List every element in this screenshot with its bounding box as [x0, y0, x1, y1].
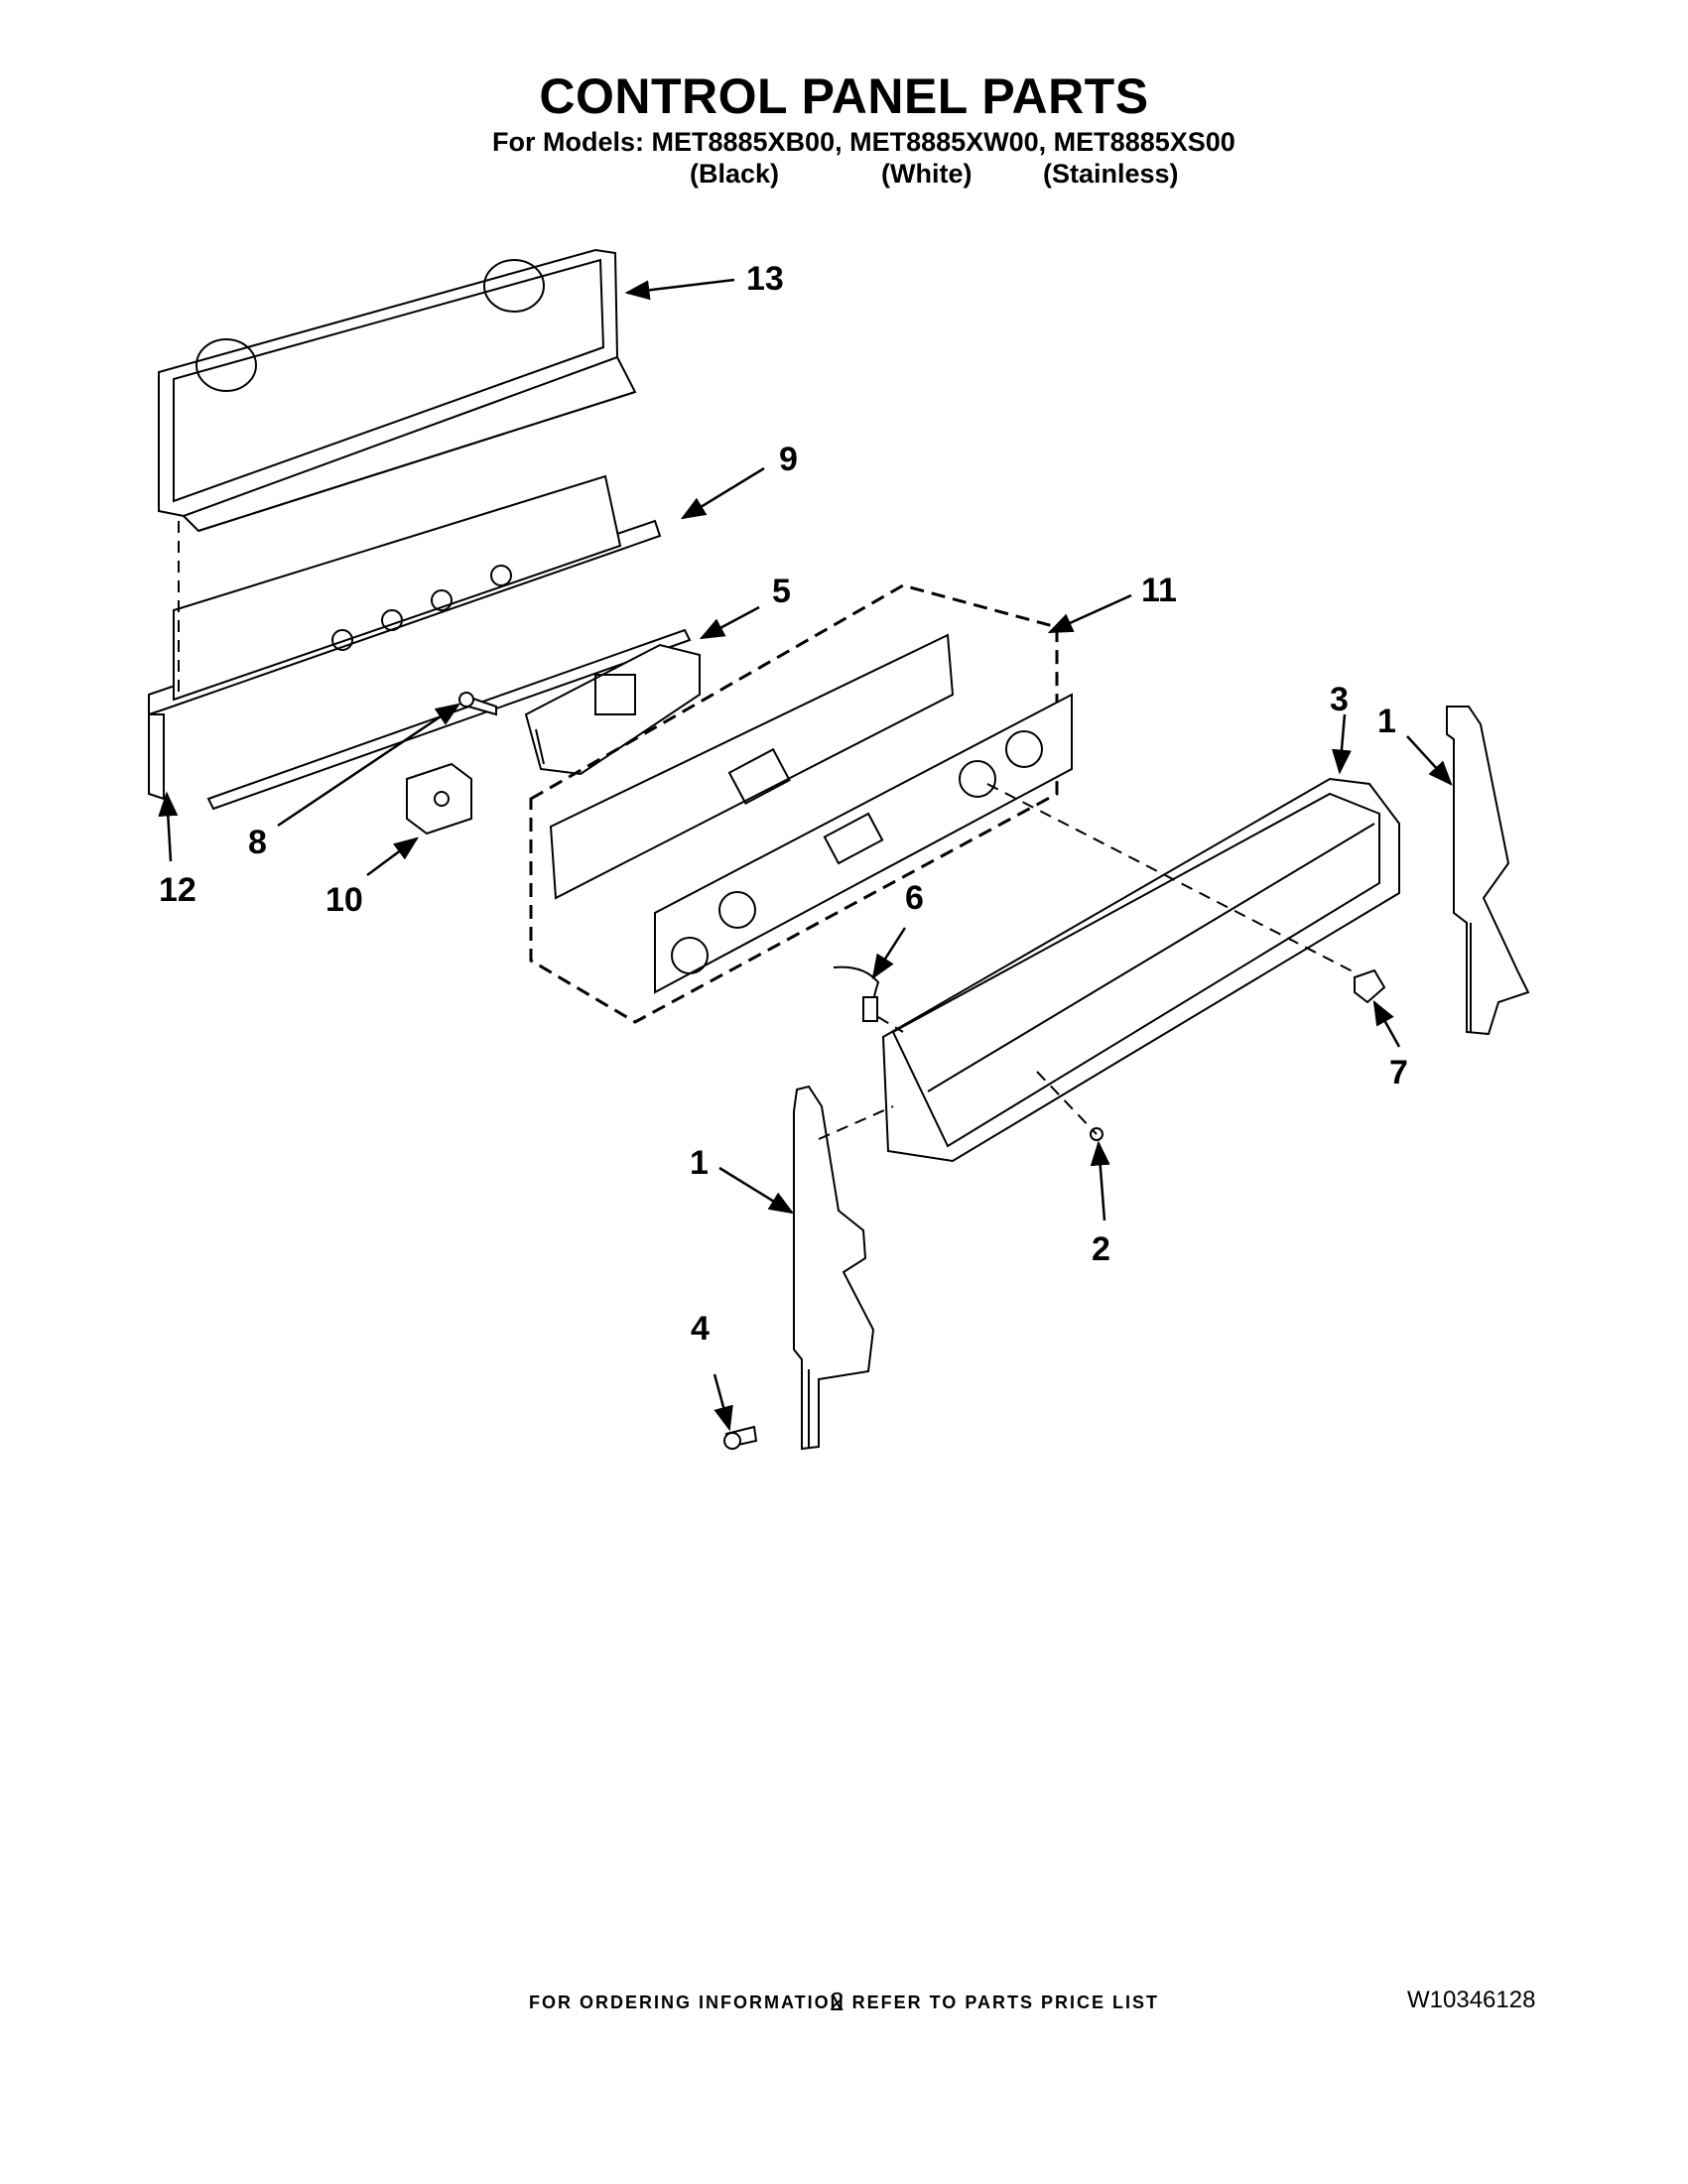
callout-10: 10 — [325, 881, 363, 919]
callout-12: 12 — [159, 871, 196, 909]
callout-5: 5 — [772, 573, 791, 610]
leader-arrows — [158, 278, 1453, 1432]
variant-stainless: (Stainless) — [1043, 159, 1179, 189]
part-7-knob — [1354, 968, 1386, 1004]
callout-11: 11 — [1141, 572, 1177, 609]
callout-6: 6 — [905, 879, 924, 917]
callout-1-right: 1 — [1377, 703, 1396, 740]
part-4-screw — [723, 1425, 758, 1450]
part-13-rear-shield — [158, 248, 637, 533]
callout-13: 13 — [746, 260, 784, 298]
callout-2: 2 — [1092, 1230, 1110, 1268]
callout-1-lower: 1 — [690, 1144, 709, 1182]
ordering-note: FOR ORDERING INFORMATION REFER TO PARTS … — [528, 1992, 1159, 2012]
part-6-wire-harness — [833, 965, 880, 1022]
callout-9: 9 — [779, 441, 798, 478]
part-10-switch — [406, 762, 472, 835]
variant-black: (Black) — [690, 159, 780, 189]
models-line: For Models: MET8885XB00, MET8885XW00, ME… — [492, 127, 1235, 157]
page-number: 2 — [830, 1987, 844, 2016]
assembly-lines — [818, 783, 1356, 1140]
part-5-electronic-control — [524, 643, 701, 776]
part-1-right-side-bracket — [1446, 706, 1530, 1036]
page-title: CONTROL PANEL PARTS — [539, 68, 1149, 124]
variant-white: (White) — [881, 159, 973, 189]
part-8-screw — [458, 692, 497, 716]
callout-7: 7 — [1389, 1054, 1408, 1092]
part-11-control-panel-assembly — [529, 583, 1073, 1024]
part-1-lower-side-bracket — [793, 1085, 875, 1451]
callout-3: 3 — [1330, 681, 1349, 718]
document-number: W10346128 — [1407, 1987, 1536, 2013]
callout-8: 8 — [248, 824, 267, 861]
callout-4: 4 — [691, 1310, 710, 1348]
part-3-trim — [881, 777, 1400, 1163]
part-9-rail — [148, 474, 692, 811]
